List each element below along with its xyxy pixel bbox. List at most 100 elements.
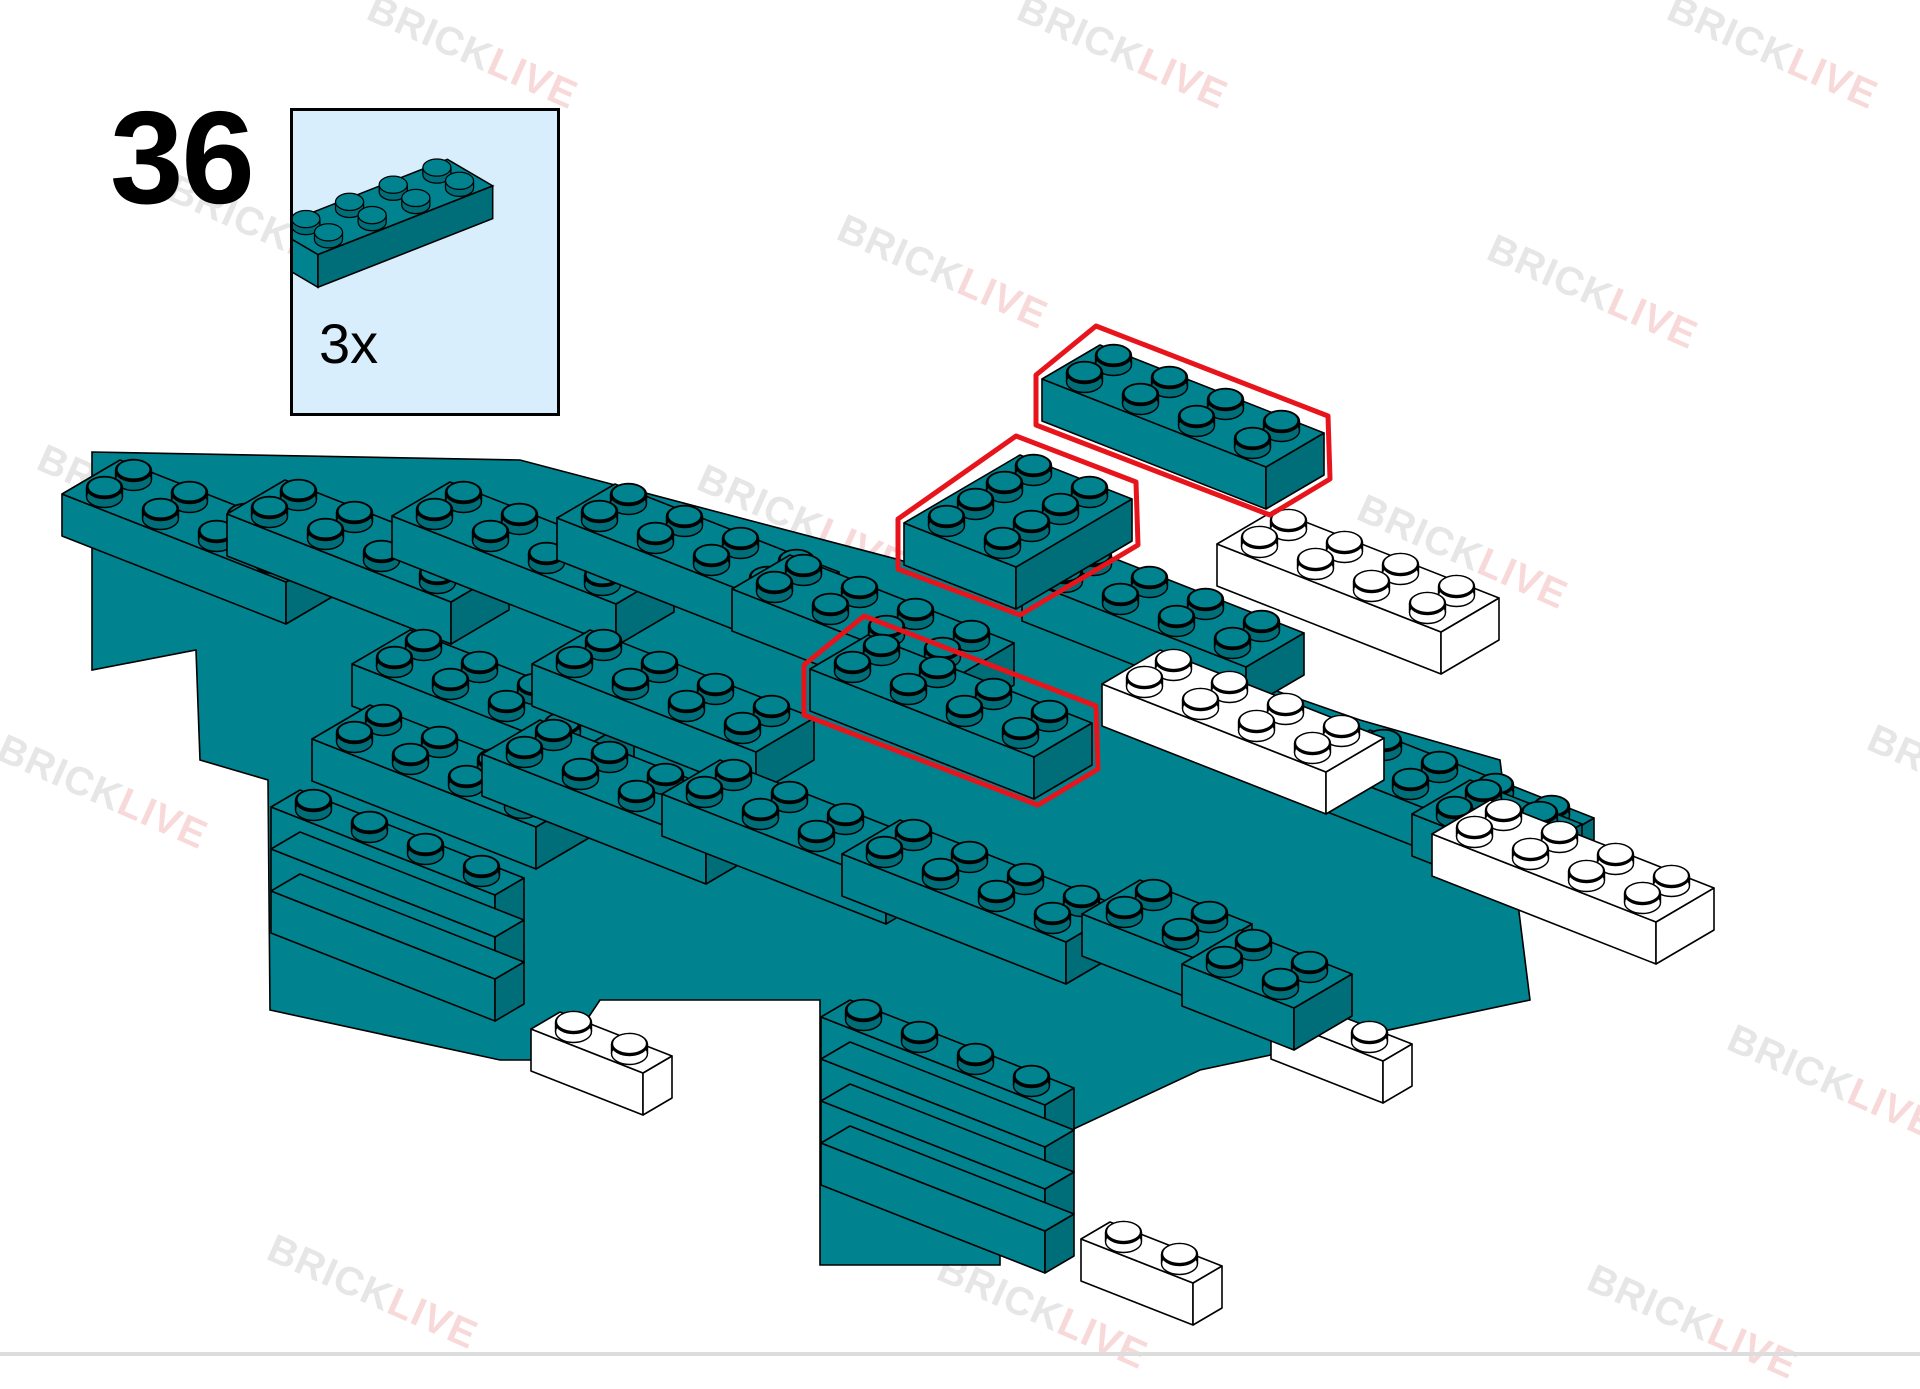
stud xyxy=(375,645,414,679)
new-brick-front xyxy=(801,613,1101,808)
stud xyxy=(696,672,735,706)
stud xyxy=(505,735,544,769)
stud xyxy=(1266,692,1305,726)
stud xyxy=(364,703,403,737)
stud xyxy=(721,526,760,560)
part-brick-group xyxy=(293,158,495,289)
stud xyxy=(833,650,872,684)
stud xyxy=(534,718,573,752)
stud xyxy=(636,521,675,555)
stud xyxy=(335,500,374,534)
stud xyxy=(1296,547,1335,581)
stud xyxy=(1234,928,1273,962)
stud xyxy=(1160,1242,1199,1276)
stud xyxy=(1261,967,1300,1001)
side-brick-6 xyxy=(841,818,1125,985)
stud xyxy=(1269,508,1308,542)
stud xyxy=(896,597,935,631)
new-brick-top xyxy=(1033,323,1333,518)
stud xyxy=(527,541,566,575)
new-brick-middle xyxy=(895,433,1141,618)
stud xyxy=(420,725,459,759)
stud xyxy=(1293,731,1332,765)
stud xyxy=(584,628,623,662)
stud xyxy=(250,495,289,529)
stud xyxy=(1213,626,1252,660)
stud xyxy=(1101,582,1140,616)
stud xyxy=(1125,665,1164,699)
stud xyxy=(306,517,345,551)
stud xyxy=(170,480,209,514)
stud xyxy=(431,667,470,701)
step-number: 36 xyxy=(110,84,255,231)
2x4-brick-icon xyxy=(293,158,495,289)
leg-foot-white-left xyxy=(530,1010,673,1116)
stud xyxy=(974,677,1013,711)
stud xyxy=(1352,569,1391,603)
parts-callout-box: 3x xyxy=(290,108,560,416)
stud xyxy=(1121,382,1160,416)
stud xyxy=(609,482,648,516)
stud xyxy=(900,1020,939,1054)
stud xyxy=(561,757,600,791)
stud xyxy=(692,543,731,577)
stud xyxy=(741,797,780,831)
stud xyxy=(1391,767,1430,801)
stud xyxy=(197,519,236,553)
stud xyxy=(665,504,704,538)
white-brick-snout xyxy=(1431,798,1715,965)
stud xyxy=(590,740,629,774)
stud xyxy=(500,502,539,536)
stud xyxy=(1484,798,1523,832)
stud xyxy=(1012,509,1051,543)
stud xyxy=(1012,1064,1051,1098)
stud xyxy=(1350,1020,1389,1054)
stud xyxy=(894,818,933,852)
stud xyxy=(840,575,879,609)
leg-brick-mid-4 xyxy=(820,1125,1075,1274)
stud xyxy=(362,539,401,573)
stud xyxy=(1190,900,1229,934)
stud xyxy=(1177,404,1216,438)
stud xyxy=(617,779,656,813)
stud xyxy=(1134,878,1173,912)
stud xyxy=(844,998,883,1032)
stud xyxy=(752,694,791,728)
stud xyxy=(1130,565,1169,599)
stud xyxy=(1623,881,1662,915)
stud xyxy=(667,689,706,723)
stud xyxy=(1001,716,1040,750)
stud xyxy=(755,570,794,604)
stud xyxy=(950,840,989,874)
stud xyxy=(294,788,333,822)
stud xyxy=(335,720,374,754)
stud xyxy=(685,775,724,809)
side-brick-2 xyxy=(531,628,815,795)
stud xyxy=(141,497,180,531)
stud xyxy=(1014,453,1053,487)
stud xyxy=(1210,670,1249,704)
stud xyxy=(580,499,619,533)
stud xyxy=(406,832,445,866)
stud xyxy=(1206,387,1245,421)
stud xyxy=(447,764,486,798)
stud xyxy=(1437,574,1476,608)
stud xyxy=(983,526,1022,560)
stud xyxy=(918,655,957,689)
stud xyxy=(811,592,850,626)
page-footer-rule xyxy=(0,1352,1920,1356)
stud xyxy=(415,497,454,531)
leg-foot-white-mid xyxy=(1080,1220,1223,1326)
stud xyxy=(1455,815,1494,849)
stud xyxy=(945,694,984,728)
stud xyxy=(723,711,762,745)
stud xyxy=(977,879,1016,913)
stud xyxy=(391,742,430,776)
stud xyxy=(555,645,594,679)
stud xyxy=(460,650,499,684)
stud xyxy=(1094,343,1133,377)
white-brick-upper xyxy=(1216,508,1500,675)
stud xyxy=(865,835,904,869)
white-brick-middle xyxy=(1101,648,1385,815)
stud xyxy=(1065,360,1104,394)
